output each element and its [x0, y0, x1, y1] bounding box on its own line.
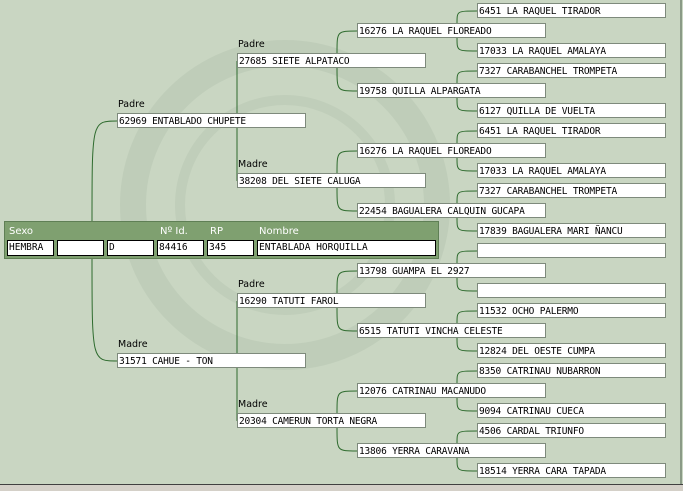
gen4-ancestor-box[interactable]: 18514 YERRA CARA TAPADA	[477, 463, 666, 478]
gen4-ancestor-box[interactable]	[477, 283, 666, 298]
connector-line	[336, 67, 358, 92]
status-strip	[0, 484, 683, 491]
connector-line	[336, 390, 358, 414]
connector-line	[336, 150, 358, 174]
connector-line	[456, 310, 478, 324]
gen4-ancestor-box[interactable]	[477, 243, 666, 258]
connector-line	[91, 258, 118, 362]
connector-line	[456, 97, 478, 112]
gen4-ancestor-box[interactable]: 6127 QUILLA DE VUELTA	[477, 103, 666, 118]
padre-label: Padre	[238, 39, 265, 50]
gen4-ancestor-box[interactable]: 7327 CARABANCHEL TROMPETA	[477, 183, 666, 198]
connector-line	[456, 430, 478, 444]
gen4-ancestor-box[interactable]: 17839 BAGUALERA MARI ÑANCU	[477, 223, 666, 238]
gen4-ancestor-box[interactable]: 11532 OCHO PALERMO	[477, 303, 666, 318]
gen3-ancestor-box[interactable]: 12076 CATRINAU MACANUDO	[357, 383, 546, 398]
subject-panel: Sexo Nº Id. RP Nombre HEMBRA D 84416 345…	[4, 221, 439, 259]
gen4-ancestor-box[interactable]: 6451 LA RAQUEL TIRADOR	[477, 3, 666, 18]
rp-field[interactable]: 345	[207, 240, 254, 256]
padre-label: Padre	[238, 279, 265, 290]
nombre-header: Nombre	[259, 226, 299, 237]
connector-line	[336, 307, 358, 332]
connector-line	[456, 130, 478, 144]
madre-label: Madre	[118, 339, 148, 350]
connector-line	[336, 427, 358, 452]
connector-line	[91, 120, 118, 222]
gen4-ancestor-box[interactable]: 7327 CARABANCHEL TROMPETA	[477, 63, 666, 78]
connector-line	[456, 157, 478, 172]
connector-line	[336, 30, 358, 54]
id-field[interactable]: 84416	[157, 240, 204, 256]
sexo-field[interactable]: HEMBRA	[7, 240, 54, 256]
blank-field[interactable]	[57, 240, 104, 256]
gen3-ancestor-box[interactable]: 16276 LA RAQUEL FLOREADO	[357, 23, 546, 38]
padre-label: Padre	[118, 99, 145, 110]
connector-line	[456, 10, 478, 24]
id-header: Nº Id.	[160, 226, 188, 237]
connector-line	[456, 217, 478, 232]
gen2-ancestor-box[interactable]: 16290 TATUTI FAROL	[237, 293, 426, 308]
gen4-ancestor-box[interactable]: 4506 CARDAL TRIUNFO	[477, 423, 666, 438]
gen3-ancestor-box[interactable]: 19758 QUILLA ALPARGATA	[357, 83, 546, 98]
connector-line	[336, 270, 358, 294]
gen4-ancestor-box[interactable]: 12824 DEL OESTE CUMPA	[477, 343, 666, 358]
nombre-field[interactable]: ENTABLADA HORQUILLA	[257, 240, 436, 256]
rp-header: RP	[210, 226, 223, 237]
gen1-ancestor-box[interactable]: 31571 CAHUE - TON	[117, 353, 306, 368]
connector-line	[336, 187, 358, 212]
connector-line	[456, 457, 478, 472]
gen3-ancestor-box[interactable]: 16276 LA RAQUEL FLOREADO	[357, 143, 546, 158]
gen4-ancestor-box[interactable]: 17033 LA RAQUEL AMALAYA	[477, 163, 666, 178]
gen2-ancestor-box[interactable]: 27685 SIETE ALPATACO	[237, 53, 426, 68]
gen3-ancestor-box[interactable]: 13806 YERRA CARAVANA	[357, 443, 546, 458]
letter-field[interactable]: D	[107, 240, 154, 256]
connector-line	[456, 277, 478, 292]
gen3-ancestor-box[interactable]: 6515 TATUTI VINCHA CELESTE	[357, 323, 546, 338]
gen3-ancestor-box[interactable]: 22454 BAGUALERA CALQUIN GUCAPA	[357, 203, 546, 218]
gen1-ancestor-box[interactable]: 62969 ENTABLADO CHUPETE	[117, 113, 306, 128]
connector-line	[456, 397, 478, 412]
gen4-ancestor-box[interactable]: 9094 CATRINAU CUECA	[477, 403, 666, 418]
gen4-ancestor-box[interactable]: 6451 LA RAQUEL TIRADOR	[477, 123, 666, 138]
gen2-ancestor-box[interactable]: 38208 DEL SIETE CALUGA	[237, 173, 426, 188]
madre-label: Madre	[238, 399, 268, 410]
connector-line	[456, 37, 478, 52]
gen2-ancestor-box[interactable]: 20304 CAMERUN TORTA NEGRA	[237, 413, 426, 428]
connector-line	[456, 370, 478, 384]
madre-label: Madre	[238, 159, 268, 170]
connector-line	[456, 70, 478, 84]
gen4-ancestor-box[interactable]: 17033 LA RAQUEL AMALAYA	[477, 43, 666, 58]
gen3-ancestor-box[interactable]: 13798 GUAMPA EL 2927	[357, 263, 546, 278]
gen4-ancestor-box[interactable]: 8350 CATRINAU NUBARRON	[477, 363, 666, 378]
connector-line	[456, 250, 478, 264]
connector-line	[456, 190, 478, 204]
connector-line	[456, 337, 478, 352]
sexo-header: Sexo	[9, 226, 34, 237]
